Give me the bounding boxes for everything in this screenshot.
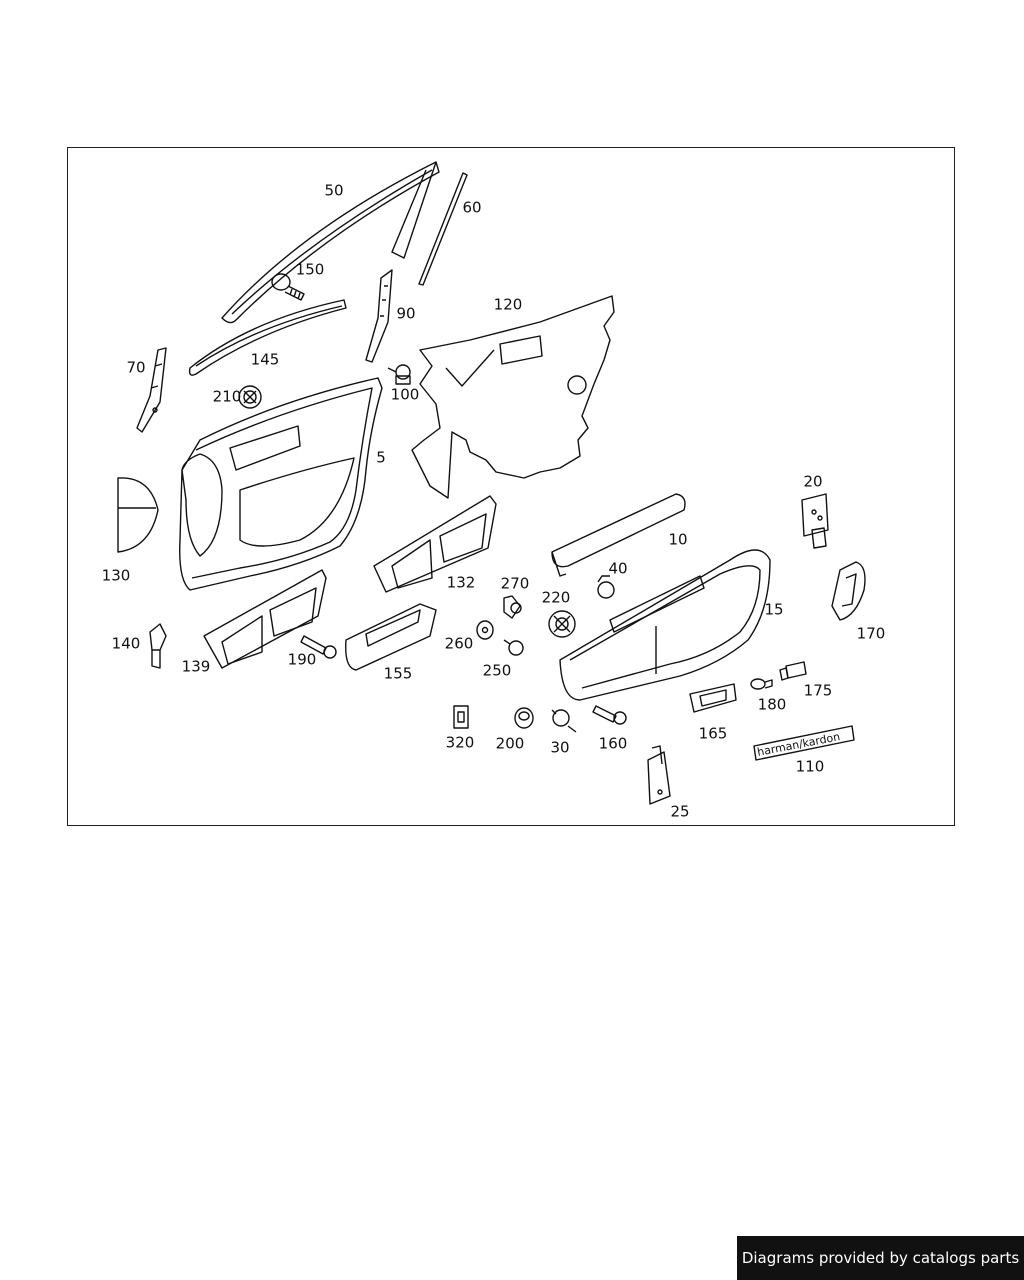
part-push-clip-140: [149, 623, 167, 669]
part-inner-door-panel: [411, 295, 615, 499]
part-guide-strip: [418, 172, 468, 286]
part-pillar-trim: [365, 269, 393, 363]
attribution-footer: Diagrams provided by catalogs parts: [737, 1236, 1024, 1280]
badge-lettering: harman/kardon: [756, 730, 841, 759]
callout-60: 60: [462, 198, 482, 217]
part-grommet-210: [238, 385, 262, 409]
callout-40: 40: [608, 559, 628, 578]
callout-155: 155: [383, 664, 413, 683]
attribution-text: Diagrams provided by catalogs parts: [741, 1249, 1020, 1267]
callout-145: 145: [250, 350, 280, 369]
part-screw-250: [503, 639, 524, 656]
callout-50: 50: [324, 181, 344, 200]
part-bolt-150: [271, 273, 305, 301]
part-bulb-180: [750, 678, 773, 690]
callout-260: 260: [444, 634, 474, 653]
part-grommet-220: [548, 610, 576, 638]
part-washer-260: [476, 620, 494, 640]
part-cap-270: [503, 595, 522, 619]
part-lamp-socket-175: [779, 661, 807, 681]
callout-100: 100: [390, 385, 420, 404]
callout-30: 30: [550, 738, 570, 757]
callout-160: 160: [598, 734, 628, 753]
callout-270: 270: [500, 574, 530, 593]
callout-120: 120: [493, 295, 523, 314]
callout-150: 150: [295, 260, 325, 279]
part-bracket-20: [801, 493, 829, 549]
callout-200: 200: [495, 734, 525, 753]
callout-170: 170: [856, 624, 886, 643]
callout-20: 20: [803, 472, 823, 491]
callout-130: 130: [101, 566, 131, 585]
callout-175: 175: [803, 681, 833, 700]
part-switch-bezel-139: [203, 569, 327, 669]
callout-10: 10: [668, 530, 688, 549]
part-nut-200: [514, 707, 534, 729]
callout-210: 210: [212, 387, 242, 406]
callout-180: 180: [757, 695, 787, 714]
callout-15: 15: [764, 600, 784, 619]
part-screw-190: [300, 635, 337, 659]
callout-70: 70: [126, 358, 146, 377]
part-handle-170: [831, 561, 866, 621]
part-speaker-cover-130: [117, 477, 159, 553]
callout-165: 165: [698, 724, 728, 743]
part-grab-handle-155: [345, 603, 437, 671]
part-armrest-10: [551, 493, 686, 577]
callout-190: 190: [287, 650, 317, 669]
part-trim-strip-145: [188, 299, 347, 376]
callout-250: 250: [482, 661, 512, 680]
callout-140: 140: [111, 634, 141, 653]
part-door-trim-panel-15: [559, 549, 771, 701]
callout-5: 5: [376, 448, 386, 467]
part-badge-110: harman/kardon: [753, 725, 855, 761]
diagram-frame: [67, 147, 955, 826]
part-lamp-housing-165: [689, 683, 737, 713]
part-clip-40: [597, 575, 615, 599]
callout-132: 132: [446, 573, 476, 592]
callout-90: 90: [396, 304, 416, 323]
part-switch-320: [453, 705, 469, 729]
part-screw-160: [592, 705, 627, 725]
callout-320: 320: [445, 733, 475, 752]
part-screw-30: [551, 709, 577, 733]
callout-25: 25: [670, 802, 690, 821]
part-clip-100: [387, 364, 411, 385]
callout-110: 110: [795, 757, 825, 776]
part-triangle-cover: [136, 347, 167, 433]
part-window-frame-strip: [221, 161, 440, 324]
part-label-tag-25: [647, 745, 671, 805]
callout-220: 220: [541, 588, 571, 607]
part-switch-bezel-132: [373, 495, 497, 593]
part-door-trim-panel-5: [179, 377, 383, 591]
callout-139: 139: [181, 657, 211, 676]
